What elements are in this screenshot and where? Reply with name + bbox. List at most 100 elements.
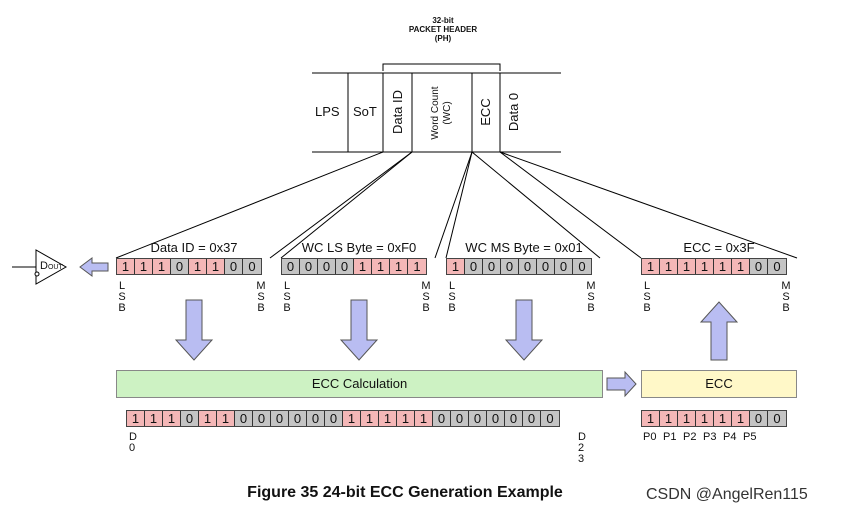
parity-label-5: P5 [743,431,757,443]
d23-3: 3 [578,453,585,465]
byte-title-ecc: ECC = 0x3F [683,240,755,255]
row24-bit-1: 1 [145,411,163,426]
msb-s: S [782,291,790,303]
row24-bit-16: 1 [415,411,433,426]
byte1-bit-4: 1 [354,259,372,274]
byte2-bit-0: 1 [447,259,465,274]
data0-field-label: Data 0 [506,92,521,132]
byte3-bit-5: 1 [732,259,750,274]
byte3-bit-4: 1 [714,259,732,274]
row24-bit-17: 0 [433,411,451,426]
lsb-l: L [283,280,291,292]
row24-bit-12: 1 [343,411,361,426]
ecc-calculation-box: ECC Calculation [116,370,603,398]
row24-bit-19: 0 [469,411,487,426]
parity-label-4: P4 [723,431,737,443]
row24-bit-0: 1 [127,411,145,426]
msb-b: B [587,302,595,314]
lsb-b: B [118,302,126,314]
row24-bit-7: 0 [253,411,271,426]
packet-header-title-line2: PACKET HEADER [408,25,478,34]
ecc-field-label: ECC [478,98,493,126]
row24-bit-10: 0 [307,411,325,426]
msb-s: S [422,291,430,303]
lsb-b: B [283,302,291,314]
d23-2: 2 [578,442,585,454]
dout-main: D [40,260,48,272]
msb-m: M [256,280,266,292]
word-count-line2: (WC) [442,101,453,125]
byte3-bit-7: 0 [768,259,786,274]
row24-bit-15: 1 [397,411,415,426]
byte3-bit-3: 1 [696,259,714,274]
lsb-l: L [448,280,456,292]
dout-label: DOUT [40,260,63,272]
byte3-bit-1: 1 [660,259,678,274]
row24-bit-18: 0 [451,411,469,426]
parity-label-0: P0 [643,431,657,443]
byte1-bit-5: 1 [372,259,390,274]
byte2-bit-6: 0 [555,259,573,274]
figure-caption: Figure 35 24-bit ECC Generation Example [247,484,563,501]
ecc-bit-0: 1 [642,411,660,426]
row24-bit-4: 1 [199,411,217,426]
packet-header-title-line1: 32-bit [432,16,454,25]
row24-bit-9: 0 [289,411,307,426]
byte-title-wc-ls: WC LS Byte = 0xF0 [301,240,417,255]
msb-m: M [586,280,596,292]
msb-b: B [782,302,790,314]
data-id-field-label: Data ID [390,89,405,135]
msb-m: M [421,280,431,292]
dout-sub: OUT [47,264,63,271]
byte0-bit-4: 1 [189,259,207,274]
lsb-s: S [283,291,291,303]
byte1-bit-3: 0 [336,259,354,274]
ecc-bit-2: 1 [678,411,696,426]
byte1-bit-2: 0 [318,259,336,274]
byte2-bit-3: 0 [501,259,519,274]
byte0-bit-1: 1 [135,259,153,274]
byte3-bit-2: 1 [678,259,696,274]
msb-s: S [587,291,595,303]
byte3-bit-6: 0 [750,259,768,274]
ecc-bit-4: 1 [714,411,732,426]
byte0-bit-3: 0 [171,259,189,274]
d0-0: 0 [129,442,136,454]
ecc-result-box: ECC [641,370,797,398]
watermark: CSDN @AngelRen115 [646,486,808,503]
row24-bit-21: 0 [505,411,523,426]
row24-bit-6: 0 [235,411,253,426]
lsb-l: L [643,280,651,292]
ecc-bit-1: 1 [660,411,678,426]
lsb-s: S [643,291,651,303]
msb-m: M [781,280,791,292]
msb-s: S [257,291,265,303]
row24-bit-3: 0 [181,411,199,426]
byte0-bit-0: 1 [117,259,135,274]
row24-bit-14: 1 [379,411,397,426]
byte1-bit-1: 0 [300,259,318,274]
packet-header-title: 32-bit PACKET HEADER (PH) [378,16,508,43]
byte0-bit-2: 1 [153,259,171,274]
lsb-b: B [643,302,651,314]
lps-label: LPS [315,104,340,119]
ecc-bit-6: 0 [750,411,768,426]
byte2-bit-4: 0 [519,259,537,274]
word-count-line1: Word Count [430,86,441,140]
byte1-bit-6: 1 [390,259,408,274]
row24-bit-5: 1 [217,411,235,426]
lsb-s: S [118,291,126,303]
